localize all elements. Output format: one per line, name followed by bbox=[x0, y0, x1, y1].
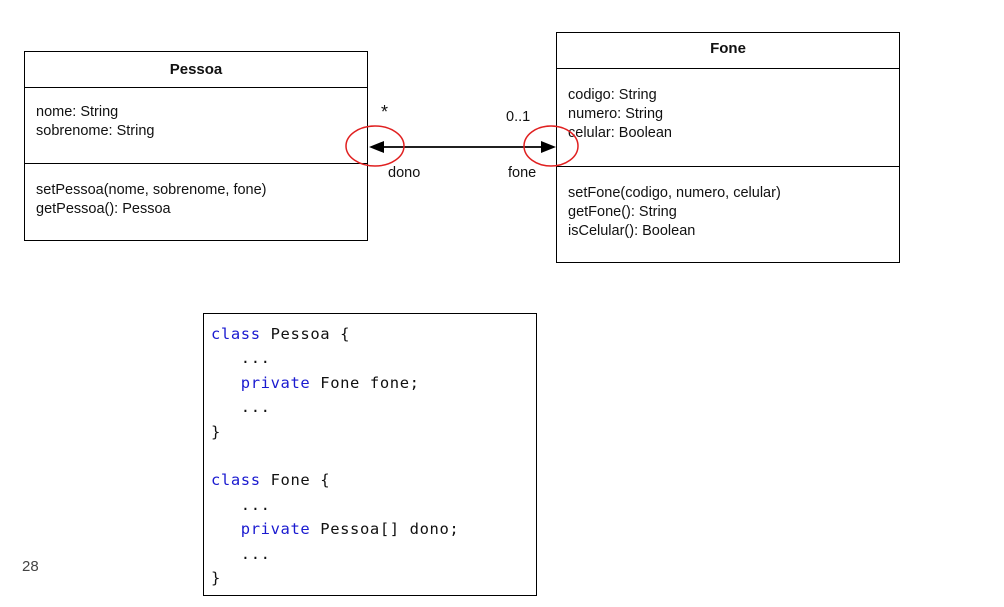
operation: getPessoa(): Pessoa bbox=[36, 201, 171, 217]
code-line: } bbox=[211, 566, 536, 590]
arrowhead-left bbox=[369, 141, 384, 153]
code-text bbox=[211, 374, 241, 392]
code-keyword: private bbox=[240, 373, 311, 392]
code-text: ... bbox=[211, 349, 271, 368]
operation: getFone(): String bbox=[568, 204, 677, 220]
class-name: Fone bbox=[557, 33, 899, 69]
code-text: Pessoa[] dono; bbox=[310, 520, 460, 539]
code-keyword: class bbox=[211, 325, 261, 343]
operations-section: setPessoa(nome, sobrenome, fone) getPess… bbox=[25, 164, 367, 219]
role-label-dono: dono bbox=[388, 165, 421, 181]
code-text: Fone fone; bbox=[310, 373, 420, 392]
class-fone: Fone codigo: String numero: String celul… bbox=[556, 32, 900, 263]
attribute: nome: String bbox=[36, 104, 119, 120]
code-text: } bbox=[211, 568, 221, 587]
operation: isCelular(): Boolean bbox=[568, 223, 696, 239]
code-line: ... bbox=[211, 493, 536, 517]
code-listing: class Pessoa { ... private Fone fone; ..… bbox=[203, 313, 537, 596]
code-line: class Pessoa { bbox=[211, 322, 536, 346]
attribute: codigo: String bbox=[568, 87, 657, 103]
code-text: Pessoa { bbox=[260, 325, 351, 343]
attribute: sobrenome: String bbox=[36, 123, 155, 139]
attribute: numero: String bbox=[568, 106, 664, 122]
highlight-circle-fone-end bbox=[523, 125, 579, 167]
multiplicity-pessoa-end: * bbox=[381, 102, 389, 122]
code-text: } bbox=[211, 422, 221, 441]
code-line: ... bbox=[211, 542, 536, 566]
attributes-section: nome: String sobrenome: String bbox=[25, 88, 367, 164]
class-pessoa: Pessoa nome: String sobrenome: String se… bbox=[24, 51, 368, 241]
code-text: ... bbox=[211, 398, 271, 417]
slide-number: 28 bbox=[22, 558, 39, 575]
code-line bbox=[211, 444, 536, 468]
operation: setPessoa(nome, sobrenome, fone) bbox=[36, 182, 267, 198]
code-text: Fone { bbox=[260, 471, 331, 490]
code-text bbox=[211, 520, 241, 538]
code-line: } bbox=[211, 420, 536, 444]
code-keyword: private bbox=[240, 520, 311, 539]
code-keyword: class bbox=[211, 471, 261, 490]
class-name: Pessoa bbox=[25, 52, 367, 88]
code-line: class Fone { bbox=[211, 468, 536, 492]
role-label-fone: fone bbox=[508, 165, 537, 181]
code-line: ... bbox=[211, 395, 536, 419]
arrowhead-right bbox=[541, 141, 556, 153]
attribute: celular: Boolean bbox=[568, 125, 672, 141]
operations-section: setFone(codigo, numero, celular) getFone… bbox=[557, 167, 899, 241]
operation: setFone(codigo, numero, celular) bbox=[568, 185, 781, 201]
attributes-section: codigo: String numero: String celular: B… bbox=[557, 69, 899, 167]
code-line: ... bbox=[211, 346, 536, 370]
code-text: ... bbox=[211, 495, 271, 514]
code-text: ... bbox=[211, 544, 271, 563]
highlight-circle-pessoa-end bbox=[345, 125, 405, 167]
multiplicity-fone-end: 0..1 bbox=[506, 109, 531, 125]
code-line: private Pessoa[] dono; bbox=[211, 517, 536, 541]
code-line: private Fone fone; bbox=[211, 371, 536, 395]
